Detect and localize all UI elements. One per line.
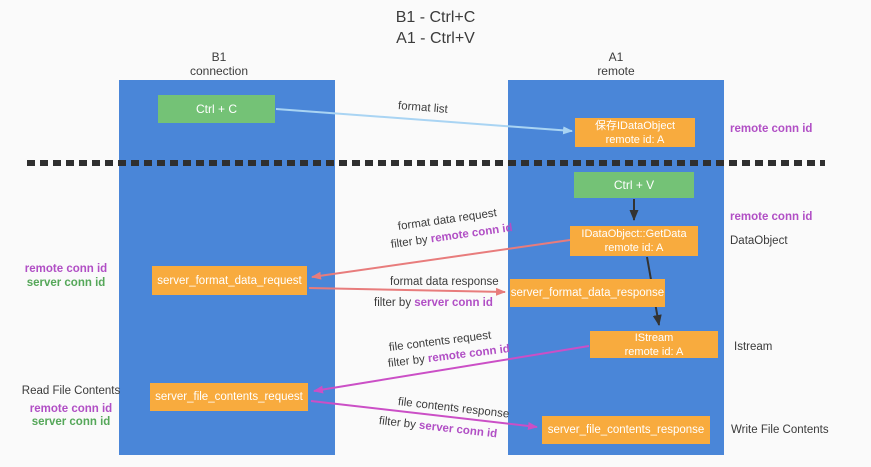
diagram-title-line2: A1 - Ctrl+V — [396, 30, 475, 47]
label-filter-by: filter by — [374, 297, 415, 309]
node-ctrl-v: Ctrl + V — [574, 172, 694, 198]
session-divider-dashed-line — [27, 160, 825, 166]
node-ctrl-v-label: Ctrl + V — [613, 178, 655, 192]
diagram-title-line1: B1 - Ctrl+C — [395, 9, 476, 26]
annotation-file-server-conn-id: server conn id — [31, 416, 111, 428]
node-save-idataobject-line1: 保存IDataObject — [594, 119, 676, 132]
label-format-data-response: format data response — [390, 276, 499, 288]
label-server-conn-id: server conn id — [414, 297, 493, 309]
node-server-file-contents-request: server_file_contents_request — [150, 383, 308, 411]
node-server-file-contents-request-label: server_file_contents_request — [155, 391, 303, 403]
annotation-file-remote-conn-id: remote conn id — [29, 403, 113, 415]
node-idataobject-getdata: IDataObject::GetData remote id: A — [570, 226, 698, 256]
annotation-write-file-contents: Write File Contents — [731, 424, 829, 436]
node-istream: IStream remote id: A — [590, 331, 718, 358]
node-ctrl-c-label: Ctrl + C — [195, 102, 237, 116]
node-server-format-data-response-label: server_format_data_response — [510, 287, 665, 299]
annotation-remote-conn-id-mid: remote conn id — [730, 211, 813, 223]
node-idataobject-getdata-line2: remote id: A — [604, 242, 664, 254]
node-save-idataobject: 保存IDataObject remote id: A — [575, 118, 695, 147]
node-save-idataobject-line2: remote id: A — [605, 133, 665, 146]
node-istream-line1: IStream — [634, 331, 674, 344]
node-istream-line2: remote id: A — [624, 345, 684, 358]
label-format-data-response-filter: filter by server conn id — [374, 297, 493, 309]
format-data-request-arrow — [311, 239, 571, 280]
annotation-remote-conn-id-top: remote conn id — [730, 123, 813, 135]
node-ctrl-c: Ctrl + C — [158, 95, 275, 123]
file-contents-request-arrow — [313, 345, 590, 394]
lane-header-b1-name: B1 — [211, 50, 227, 64]
diagram-title: B1 - Ctrl+C A1 - Ctrl+V — [0, 7, 871, 49]
node-server-format-data-request-label: server_format_data_request — [157, 274, 302, 287]
node-server-format-data-request: server_format_data_request — [152, 266, 307, 295]
format-list-arrow — [275, 108, 573, 135]
lane-header-a1: A1 remote — [508, 50, 724, 78]
lane-header-a1-role: remote — [597, 64, 635, 78]
annotation-read-file-contents: Read File Contents — [21, 385, 121, 397]
file-contents-response-arrow — [310, 400, 538, 430]
lane-header-b1: B1 connection — [119, 50, 319, 78]
lane-header-a1-name: A1 — [608, 50, 624, 64]
node-idataobject-getdata-line1: IDataObject::GetData — [581, 228, 687, 240]
format-data-response-arrow — [308, 287, 506, 296]
annotation-format-conn-ids: remote conn id server conn id — [20, 262, 112, 290]
annotation-format-remote-conn-id: remote conn id — [24, 263, 108, 275]
annotation-format-server-conn-id: server conn id — [26, 277, 106, 289]
node-server-file-contents-response-label: server_file_contents_response — [547, 424, 705, 436]
annotation-read-file-contents-group: Read File Contents remote conn id server… — [21, 385, 121, 429]
annotation-istream: Istream — [734, 341, 773, 353]
node-server-format-data-response: server_format_data_response — [510, 279, 665, 307]
lane-header-b1-role: connection — [189, 64, 249, 78]
node-server-file-contents-response: server_file_contents_response — [542, 416, 710, 444]
annotation-dataobject: DataObject — [730, 235, 788, 247]
